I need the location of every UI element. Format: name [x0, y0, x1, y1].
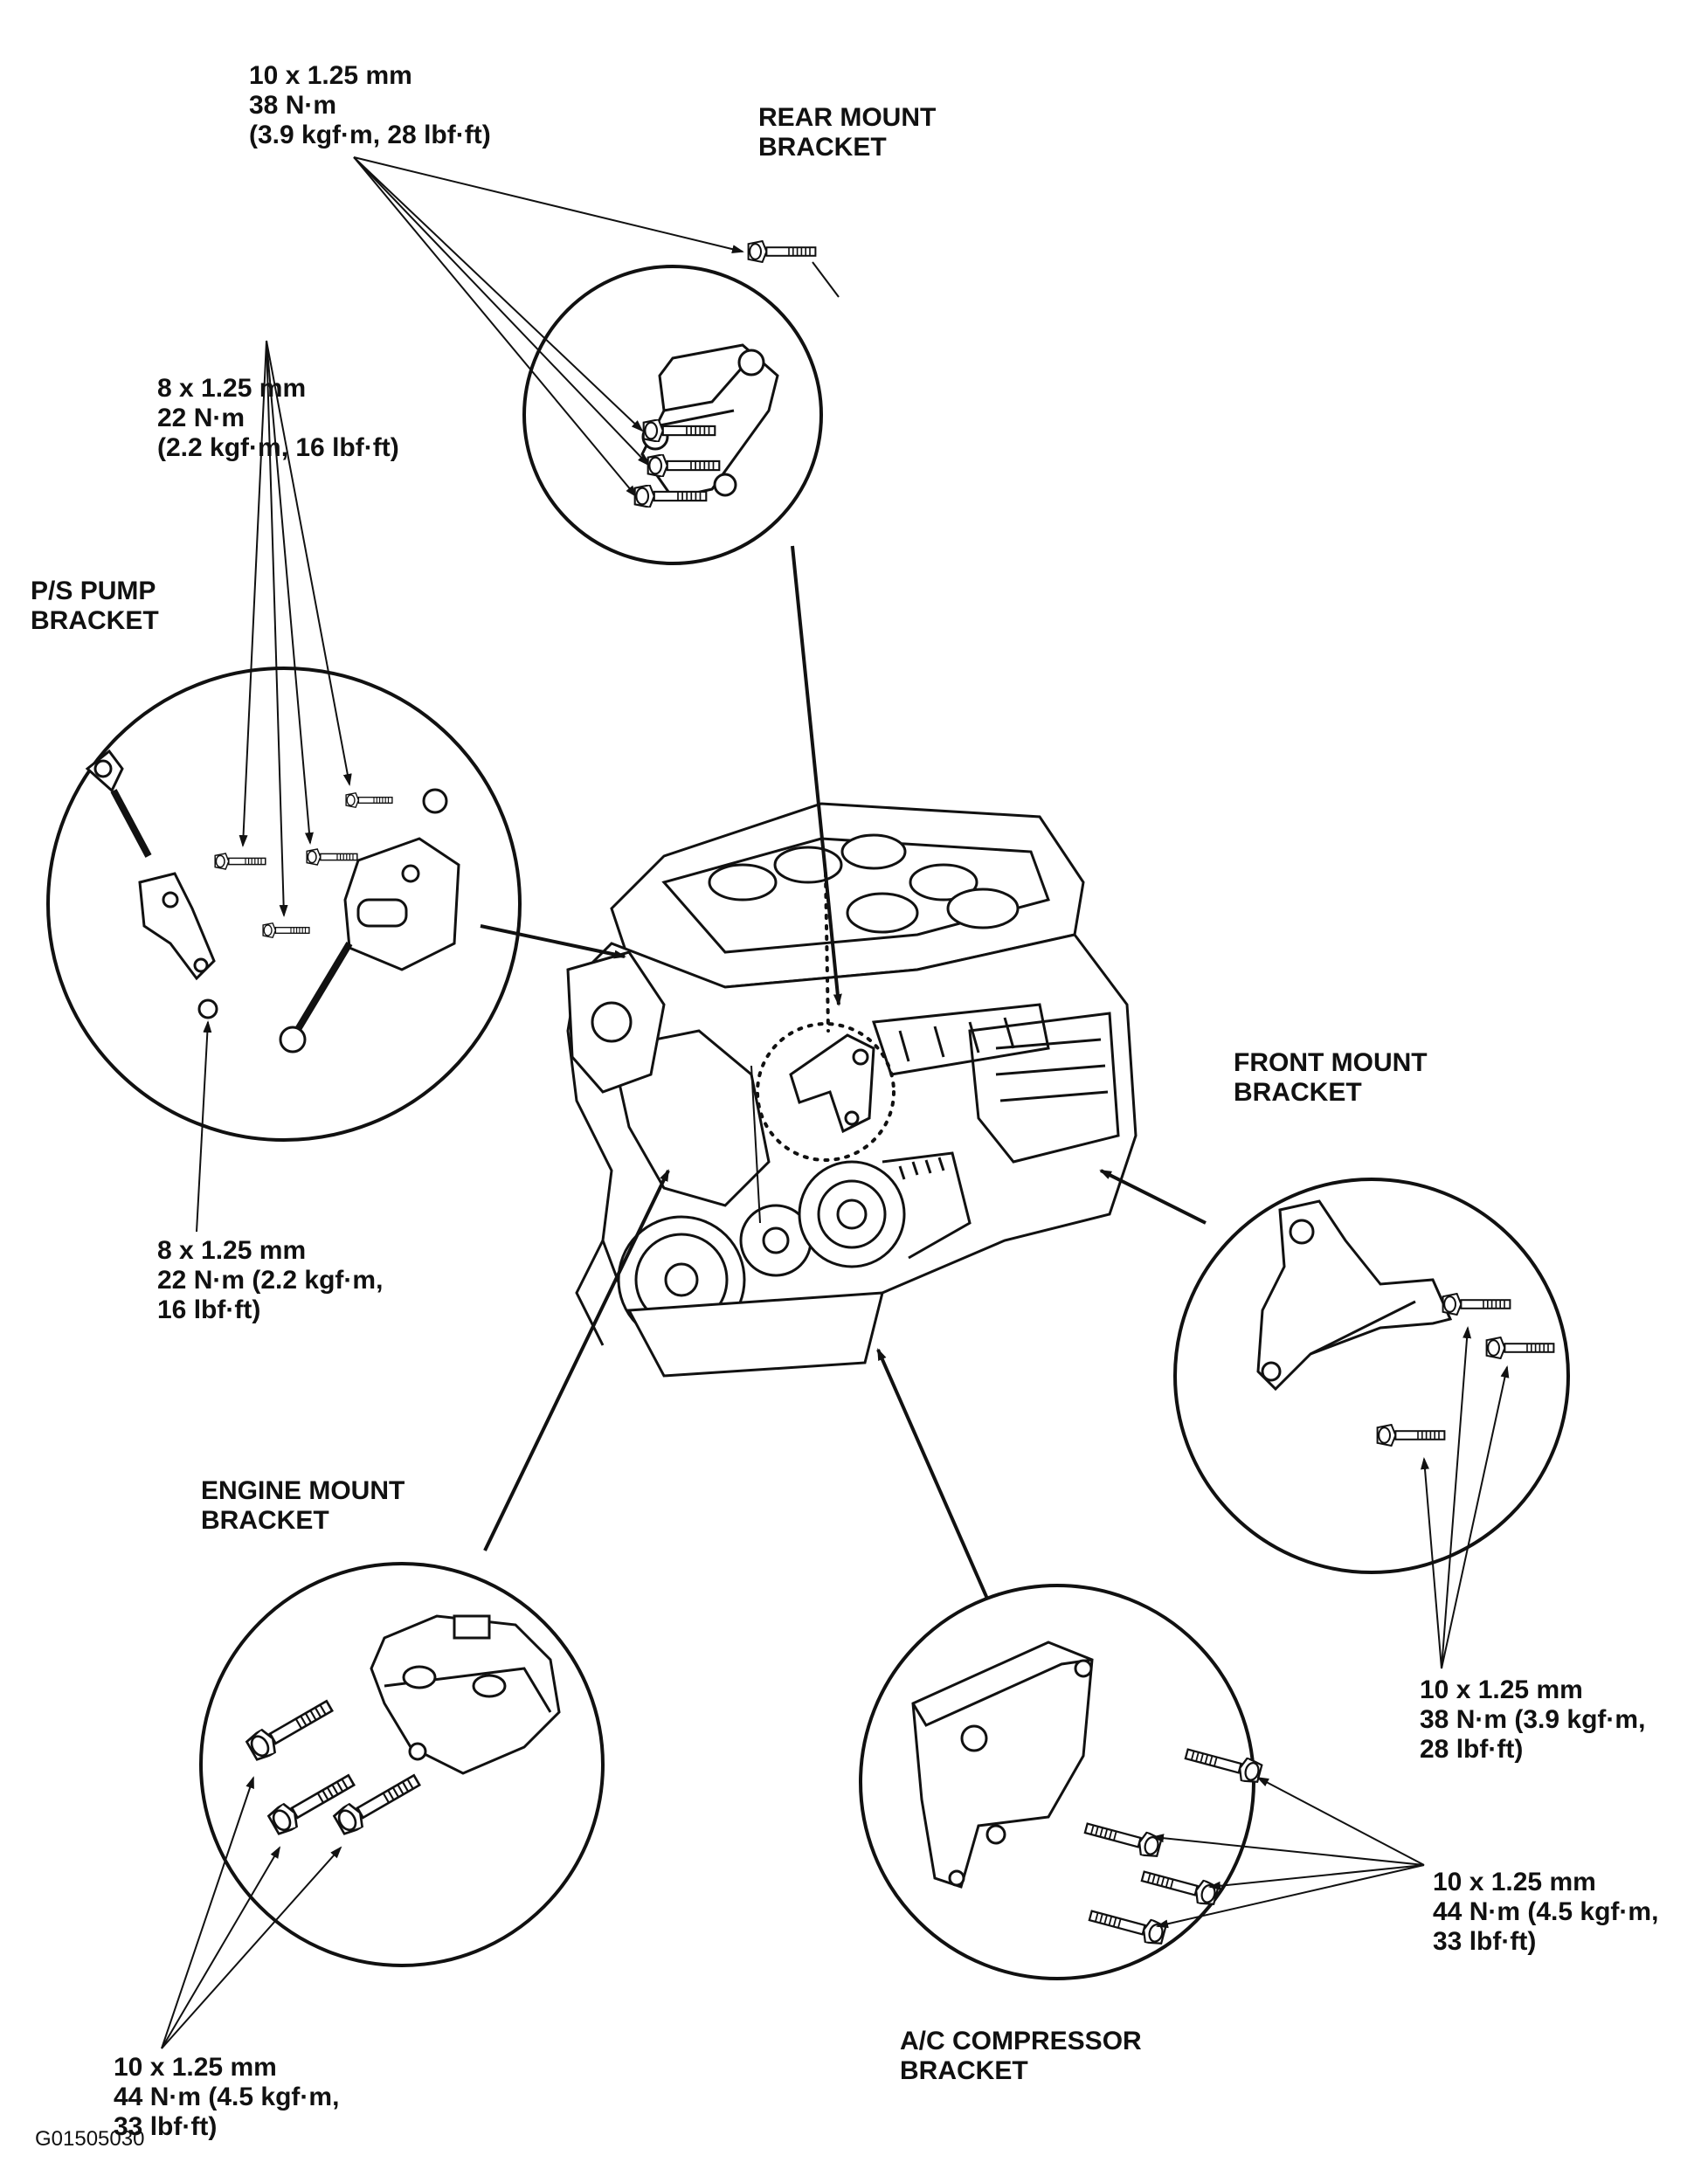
front-bracket-torque-spec: 10 x 1.25 mm 38 N·m (3.9 kgf·m, 28 lbf·f… [1420, 1675, 1645, 1765]
ac-title-line2: BRACKET [900, 2056, 1028, 2085]
ac-torque-nm: 44 N·m (4.5 kgf·m, [1433, 1897, 1659, 1926]
ac-torque-alt: 33 lbf·ft) [1433, 1927, 1537, 1956]
ac-torque-size: 10 x 1.25 mm [1433, 1868, 1596, 1896]
ps-bracket-torque-spec-bottom: 8 x 1.25 mm 22 N·m (2.2 kgf·m, 16 lbf·ft… [157, 1236, 383, 1325]
ac-compressor-bracket-title: A/C COMPRESSOR BRACKET [900, 2027, 1142, 2086]
front-title-line1: FRONT MOUNT [1234, 1048, 1428, 1077]
engine-torque-nm: 44 N·m (4.5 kgf·m, [114, 2083, 340, 2111]
rear-mount-bracket-title: REAR MOUNT BRACKET [758, 103, 936, 162]
rear-bracket-location-highlight [756, 1022, 895, 1162]
figure-code: G01505030 [35, 2127, 145, 2151]
engine-torque-alt: 33 lbf·ft) [114, 2112, 218, 2141]
front-mount-bracket-detail [1173, 1178, 1570, 1574]
engine-mount-bracket-title: ENGINE MOUNT BRACKET [201, 1476, 405, 1536]
engine-title-line2: BRACKET [201, 1506, 329, 1535]
rear-torque-alt: (3.9 kgf·m, 28 lbf·ft) [249, 121, 491, 149]
front-title-line2: BRACKET [1234, 1078, 1362, 1107]
rear-title-line1: REAR MOUNT [758, 103, 937, 132]
rear-title-line2: BRACKET [758, 133, 887, 162]
ac-compressor-bracket-detail [859, 1584, 1264, 1980]
ac-bracket-torque-spec: 10 x 1.25 mm 44 N·m (4.5 kgf·m, 33 lbf·f… [1433, 1868, 1658, 1957]
front-mount-bracket-title: FRONT MOUNT BRACKET [1234, 1048, 1428, 1108]
ps-top-torque-nm: 22 N·m [157, 404, 245, 432]
ps-bottom-torque-nm: 22 N·m (2.2 kgf·m, [157, 1266, 384, 1295]
engine-mount-bracket-detail [199, 1562, 605, 1967]
front-torque-size: 10 x 1.25 mm [1420, 1675, 1583, 1704]
ps-top-torque-alt: (2.2 kgf·m, 16 lbf·ft) [157, 433, 399, 462]
front-torque-nm: 38 N·m (3.9 kgf·m, [1420, 1705, 1646, 1734]
connector-lines [480, 545, 1207, 1599]
ps-bottom-torque-alt: 16 lbf·ft) [157, 1295, 261, 1324]
rear-torque-nm: 38 N·m [249, 91, 337, 120]
rear-mount-bracket-detail [522, 240, 840, 565]
ps-top-torque-size: 8 x 1.25 mm [157, 374, 307, 403]
front-torque-alt: 28 lbf·ft) [1420, 1735, 1524, 1764]
rear-bracket-mini [789, 1033, 875, 1134]
ps-title-line2: BRACKET [31, 606, 159, 635]
engine-illustration [566, 802, 1138, 1378]
rear-bracket-torque-spec: 10 x 1.25 mm 38 N·m (3.9 kgf·m, 28 lbf·f… [249, 61, 491, 150]
ps-bracket-torque-spec-top: 8 x 1.25 mm 22 N·m (2.2 kgf·m, 16 lbf·ft… [157, 374, 399, 463]
rear-torque-size: 10 x 1.25 mm [249, 61, 412, 90]
ps-bottom-torque-size: 8 x 1.25 mm [157, 1236, 307, 1265]
ps-pump-bracket-title: P/S PUMP BRACKET [31, 577, 159, 636]
torque-leaders [161, 156, 1510, 2049]
ac-title-line1: A/C COMPRESSOR [900, 2027, 1142, 2055]
engine-title-line1: ENGINE MOUNT [201, 1476, 405, 1505]
ps-title-line1: P/S PUMP [31, 577, 156, 605]
engine-torque-size: 10 x 1.25 mm [114, 2053, 277, 2082]
engine-bracket-torque-spec: 10 x 1.25 mm 44 N·m (4.5 kgf·m, 33 lbf·f… [114, 2053, 339, 2142]
